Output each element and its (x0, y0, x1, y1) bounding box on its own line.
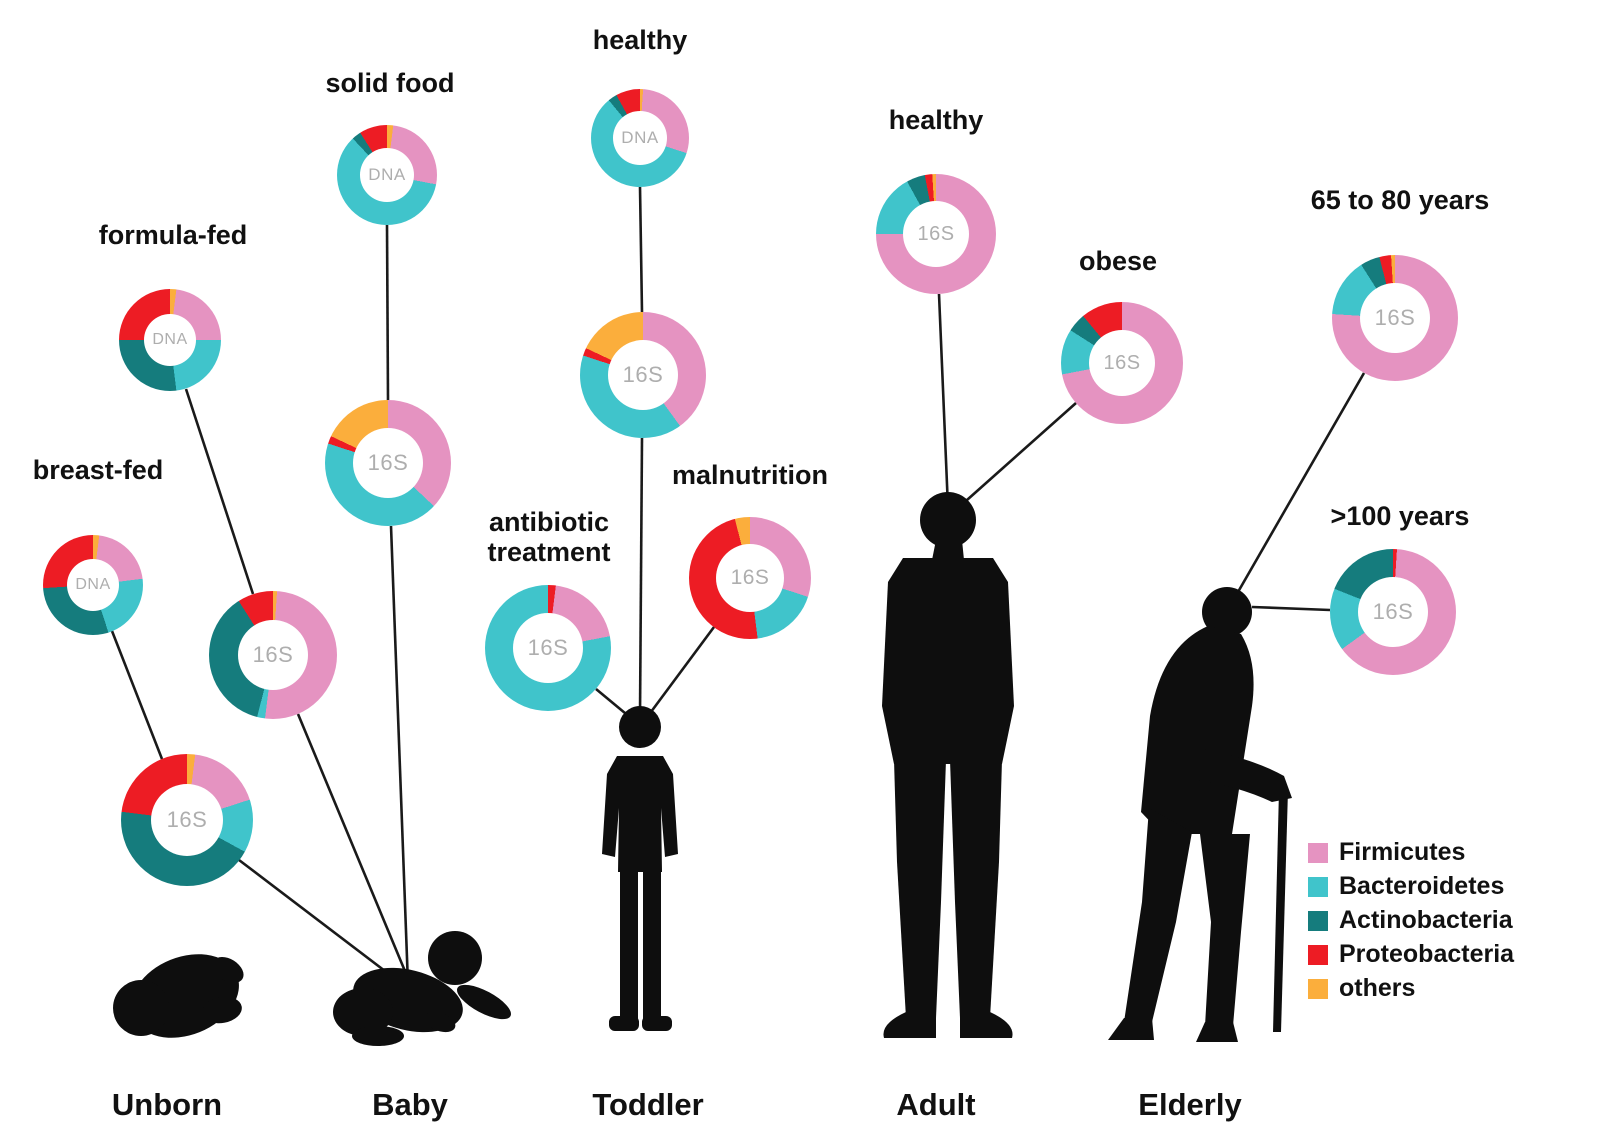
connector-line-3 (296, 713, 414, 989)
connector-line-1 (238, 858, 411, 992)
legend-swatch-firmicutes (1308, 842, 1328, 863)
connector-line-9 (643, 626, 716, 721)
legend-row-proteobacteria: Proteobacteria (1308, 942, 1514, 967)
connector-line-11 (957, 402, 1077, 509)
legend-swatch-proteobacteria (1308, 944, 1328, 965)
legend-label: Firmicutes (1339, 838, 1466, 866)
legend-label: Actinobacteria (1339, 906, 1513, 934)
connector-line-6 (638, 186, 644, 313)
connector-line-4 (385, 224, 390, 401)
legend-swatch-others (1308, 978, 1328, 999)
legend-row-actinobacteria: Actinobacteria (1308, 908, 1514, 933)
connector-line-13 (1251, 605, 1331, 612)
elderly-silhouette (1108, 587, 1292, 1042)
connector-line-0 (110, 630, 164, 760)
legend-label: others (1339, 974, 1416, 1002)
legend-label: Bacteroidetes (1339, 872, 1505, 900)
legend-row-others: others (1308, 976, 1514, 1001)
connector-line-2 (184, 388, 255, 595)
legend-swatch-bacteroidetes (1308, 876, 1328, 897)
fetus-silhouette (113, 954, 244, 1038)
connector-line-5 (389, 525, 410, 986)
baby-silhouette (333, 931, 511, 1046)
legend-swatch-actinobacteria (1308, 910, 1328, 931)
legend-row-firmicutes: Firmicutes (1308, 840, 1514, 865)
legend-row-bacteroidetes: Bacteroidetes (1308, 874, 1514, 899)
connector-line-12 (1236, 372, 1366, 593)
adult-silhouette (882, 492, 1014, 1038)
connector-line-7 (638, 437, 644, 716)
toddler-silhouette (602, 706, 678, 1031)
connector-line-10 (937, 293, 950, 509)
legend-label: Proteobacteria (1339, 940, 1515, 968)
cane (1273, 790, 1288, 1032)
